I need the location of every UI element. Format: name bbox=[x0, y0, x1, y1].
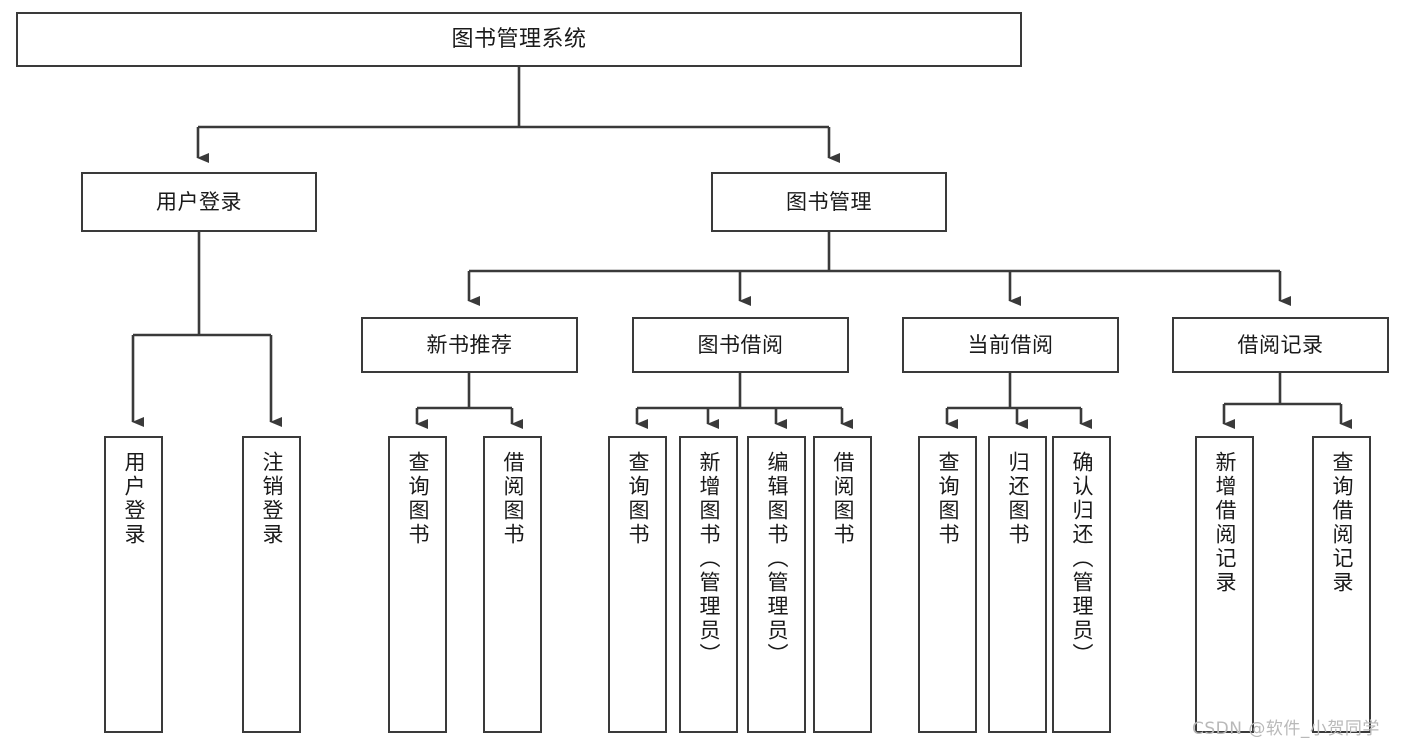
leaf-borrow-book-2-label: 借阅图书 bbox=[831, 451, 856, 547]
leaf-borrow-book-1-label: 借阅图书 bbox=[501, 451, 526, 547]
node-root-label: 图书管理系统 bbox=[451, 26, 587, 52]
leaf-add-record-label: 新增借阅记录 bbox=[1213, 451, 1238, 595]
leaf-query-book-3-label: 查询图书 bbox=[936, 451, 961, 547]
node-user-login[interactable]: 用户登录 bbox=[81, 172, 317, 232]
node-new-book-recommend-label: 新书推荐 bbox=[426, 332, 513, 357]
node-borrow-record-label: 借阅记录 bbox=[1237, 332, 1324, 357]
leaf-query-record[interactable]: 查询借阅记录 bbox=[1312, 436, 1371, 733]
node-user-login-label: 用户登录 bbox=[156, 189, 242, 214]
node-book-manage-label: 图书管理 bbox=[786, 189, 872, 214]
leaf-logout[interactable]: 注销登录 bbox=[242, 436, 301, 733]
leaf-confirm-return-label: 确认归还（管理员） bbox=[1070, 451, 1095, 667]
leaf-logout-label: 注销登录 bbox=[260, 451, 285, 547]
leaf-add-book[interactable]: 新增图书（管理员） bbox=[679, 436, 738, 733]
leaf-query-book-3[interactable]: 查询图书 bbox=[918, 436, 977, 733]
leaf-query-book-2-label: 查询图书 bbox=[626, 451, 651, 547]
node-new-book-recommend[interactable]: 新书推荐 bbox=[361, 317, 578, 373]
leaf-edit-book[interactable]: 编辑图书（管理员） bbox=[747, 436, 806, 733]
leaf-return-book[interactable]: 归还图书 bbox=[988, 436, 1047, 733]
node-book-borrow-label: 图书借阅 bbox=[697, 332, 784, 357]
leaf-query-book-1[interactable]: 查询图书 bbox=[388, 436, 447, 733]
node-current-borrow[interactable]: 当前借阅 bbox=[902, 317, 1119, 373]
leaf-query-book-2[interactable]: 查询图书 bbox=[608, 436, 667, 733]
leaf-query-book-1-label: 查询图书 bbox=[406, 451, 431, 547]
leaf-return-book-label: 归还图书 bbox=[1006, 451, 1031, 547]
leaf-add-record[interactable]: 新增借阅记录 bbox=[1195, 436, 1254, 733]
leaf-user-login-label: 用户登录 bbox=[122, 451, 147, 547]
csdn-watermark: CSDN @软件_小贺同学 bbox=[1192, 719, 1380, 739]
leaf-borrow-book-2[interactable]: 借阅图书 bbox=[813, 436, 872, 733]
node-current-borrow-label: 当前借阅 bbox=[967, 332, 1054, 357]
node-borrow-record[interactable]: 借阅记录 bbox=[1172, 317, 1389, 373]
node-book-borrow[interactable]: 图书借阅 bbox=[632, 317, 849, 373]
leaf-query-record-label: 查询借阅记录 bbox=[1330, 451, 1355, 595]
leaf-borrow-book-1[interactable]: 借阅图书 bbox=[483, 436, 542, 733]
leaf-confirm-return[interactable]: 确认归还（管理员） bbox=[1052, 436, 1111, 733]
leaf-user-login[interactable]: 用户登录 bbox=[104, 436, 163, 733]
leaf-edit-book-label: 编辑图书（管理员） bbox=[765, 451, 790, 667]
node-root[interactable]: 图书管理系统 bbox=[16, 12, 1022, 67]
node-book-manage[interactable]: 图书管理 bbox=[711, 172, 947, 232]
leaf-add-book-label: 新增图书（管理员） bbox=[697, 451, 722, 667]
